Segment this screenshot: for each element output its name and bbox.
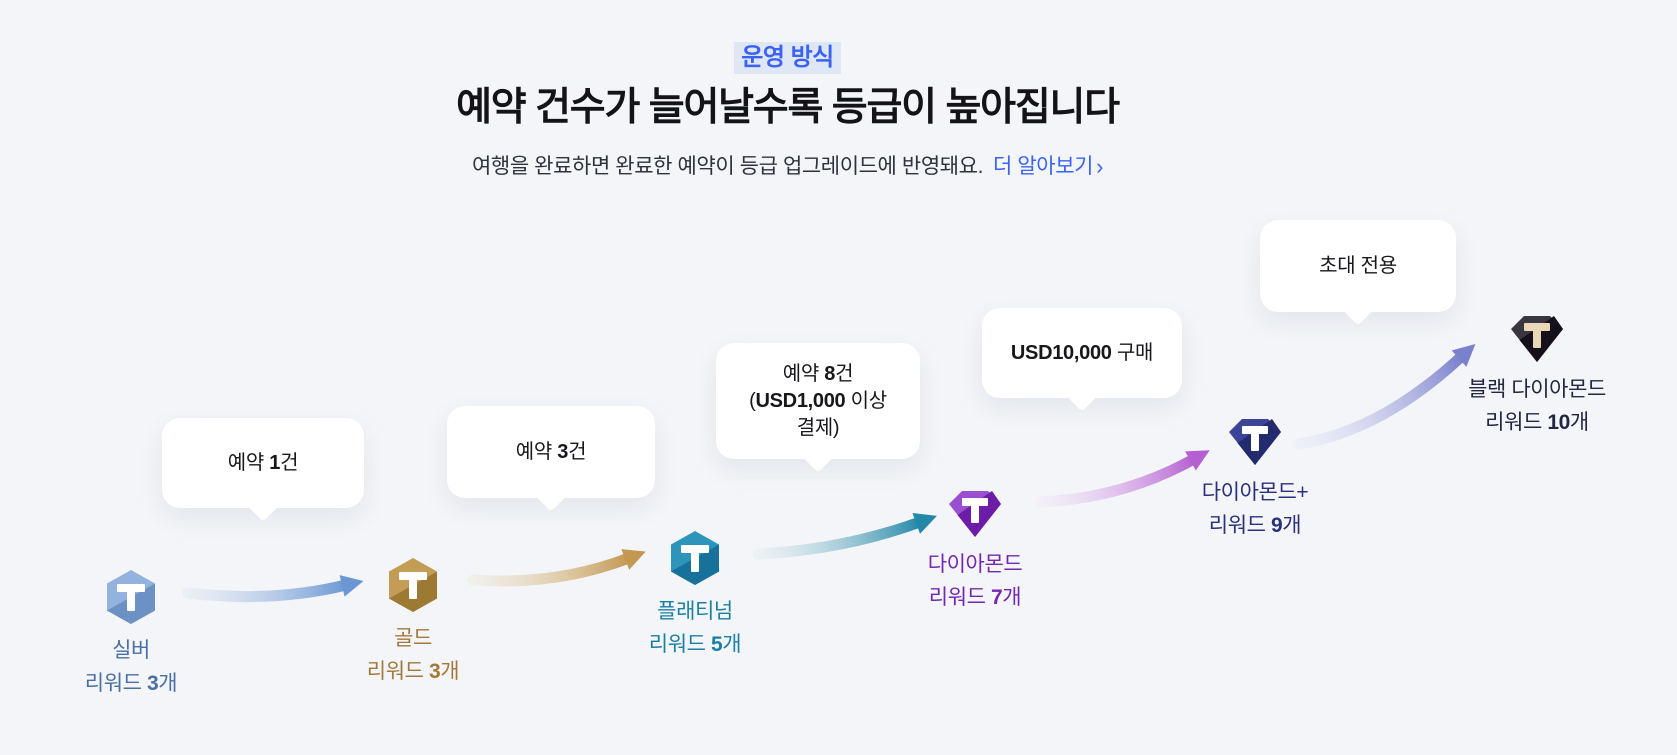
arrow-diamond-to-diamond-plus [1035, 450, 1210, 508]
callout-line: USD10,000 구매 [1011, 340, 1153, 367]
callout-text: 초대 전용 [1319, 254, 1397, 277]
arrow-silver-to-gold [182, 575, 364, 603]
callout-text: 3 [557, 440, 569, 463]
black-diamond-badge-icon [1511, 316, 1563, 362]
callout-text: 예약 [227, 451, 270, 474]
platinum-badge-icon [671, 531, 719, 585]
callout-text: 1 [269, 451, 281, 474]
chevron-right-icon: › [1096, 154, 1104, 179]
page-title: 예약 건수가 늘어날수록 등급이 높아집니다 [456, 86, 1120, 129]
tier-name: 실버 [112, 639, 150, 662]
callout-line: 예약 3건 [515, 439, 587, 466]
section-header: 운영 방식 예약 건수가 늘어날수록 등급이 높아집니다 여행을 완료하면 완료… [0, 0, 1575, 180]
tier-name: 다이아몬드+ [1201, 481, 1309, 504]
callout-text: USD1,000 [755, 389, 846, 412]
requirement-callout-gold: 예약 1건 [162, 418, 364, 522]
tier-reward: 리워드 10개 [1485, 411, 1589, 434]
requirement-callout-black-diamond: 초대 전용 [1260, 220, 1456, 326]
callout-text: 예약 [782, 362, 825, 385]
callout-line: 예약 8건 [782, 361, 854, 388]
callout-text: ( [749, 389, 756, 412]
callout-text: 이상 [845, 389, 888, 412]
tier-reward: 리워드 9개 [1208, 514, 1302, 537]
tier-name: 플래티넘 [657, 600, 733, 623]
tier-diamond-plus: 다이아몬드+ 리워드 9개 [1145, 418, 1365, 542]
subtitle-text: 여행을 완료하면 완료한 예약이 등급 업그레이드에 반영돼요. [471, 155, 984, 178]
callout-line: 예약 1건 [227, 450, 299, 477]
tier-reward: 리워드 7개 [928, 586, 1022, 609]
callout-text: 건 [835, 362, 854, 385]
learn-more-label: 더 알아보기 [993, 155, 1094, 178]
callout-text: 건 [568, 440, 587, 463]
tier-name: 블랙 다이아몬드 [1468, 378, 1606, 401]
callout-line: (USD1,000 이상 [749, 388, 887, 415]
requirement-callout-diamond-plus: USD10,000 구매 [982, 308, 1182, 412]
diamond-plus-badge-icon [1229, 419, 1281, 465]
callout-text: 결제) [796, 416, 840, 439]
tier-name: 다이아몬드 [927, 553, 1023, 576]
tier-name: 골드 [394, 627, 432, 650]
tier-reward: 리워드 3개 [366, 660, 460, 683]
requirement-callout-platinum: 예약 3건 [447, 406, 655, 512]
callout-line: 초대 전용 [1319, 253, 1397, 280]
callout-text: 건 [280, 451, 299, 474]
callout-text: 구매 [1111, 341, 1154, 364]
page-subtitle: 여행을 완료하면 완료한 예약이 등급 업그레이드에 반영돼요. 더 알아보기› [0, 150, 1575, 180]
section-badge: 운영 방식 [734, 42, 841, 74]
silver-badge-icon [107, 570, 155, 624]
arrow-platinum-to-diamond [752, 513, 937, 560]
arrow-gold-to-platinum [467, 549, 646, 587]
gold-badge-icon [389, 558, 437, 612]
learn-more-link[interactable]: 더 알아보기› [993, 150, 1103, 180]
tier-reward: 리워드 5개 [648, 633, 742, 656]
callout-text: USD10,000 [1010, 341, 1112, 364]
callout-text: 8 [824, 362, 836, 385]
tier-reward: 리워드 3개 [84, 672, 178, 695]
arrow-diamond-plus-to-black-diamond [1292, 343, 1476, 450]
callout-text: 예약 [515, 440, 558, 463]
diamond-badge-icon [949, 491, 1001, 537]
callout-line: 결제) [797, 415, 840, 442]
